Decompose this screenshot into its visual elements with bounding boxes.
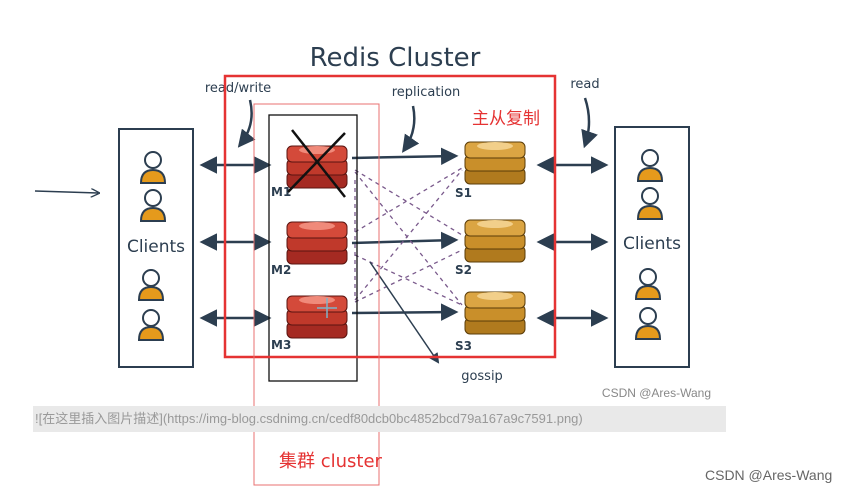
user-icon bbox=[139, 189, 167, 222]
master-column-box bbox=[268, 114, 358, 382]
gossip-label: gossip bbox=[461, 369, 503, 384]
failed-cross-icon bbox=[287, 129, 346, 198]
slave-label-s2: S2 bbox=[455, 263, 472, 277]
diagram-title: Redis Cluster bbox=[310, 43, 481, 73]
gossip-links bbox=[354, 167, 463, 306]
master-label-m1: M1 bbox=[271, 185, 291, 199]
redis-slave-node bbox=[464, 219, 526, 263]
clients-panel-left: Clients bbox=[118, 128, 194, 368]
replication-link bbox=[351, 147, 459, 166]
master-slave-label: 主从复制 bbox=[472, 109, 540, 129]
master-label-m3: M3 bbox=[271, 338, 291, 352]
user-icon bbox=[634, 307, 662, 340]
page-watermark: CSDN @Ares-Wang bbox=[705, 467, 833, 483]
slave-label-s1: S1 bbox=[455, 186, 472, 200]
cluster-annotation-box bbox=[253, 103, 380, 486]
redis-master-node bbox=[286, 295, 348, 339]
incoming-arrow bbox=[34, 191, 98, 193]
replication-label: replication bbox=[392, 85, 461, 100]
image-alt-caption: ![在这里插入图片描述](https://img-blog.csdnimg.cn… bbox=[33, 406, 726, 432]
user-icon bbox=[634, 268, 662, 300]
cursor-crosshair-icon bbox=[317, 298, 337, 318]
redis-master-node bbox=[286, 145, 348, 189]
user-icon bbox=[636, 187, 664, 220]
read-write-label: read/write bbox=[205, 81, 271, 96]
user-icon bbox=[137, 309, 165, 341]
replication-arrow bbox=[401, 105, 420, 153]
redis-master-node bbox=[286, 221, 348, 265]
inner-watermark: CSDN @Ares-Wang bbox=[602, 386, 711, 400]
clients-label-right: Clients bbox=[623, 234, 681, 254]
read-label: read bbox=[570, 77, 599, 92]
user-icon bbox=[137, 269, 165, 301]
cluster-label: 集群 cluster bbox=[279, 451, 382, 472]
user-icon bbox=[636, 149, 664, 182]
clients-label-left: Clients bbox=[127, 237, 185, 257]
slave-label-s3: S3 bbox=[455, 339, 472, 353]
redis-slave-node bbox=[464, 291, 526, 335]
read-write-arrow bbox=[237, 99, 256, 148]
master-label-m2: M2 bbox=[271, 263, 291, 277]
redis-slave-node bbox=[464, 141, 526, 185]
clients-panel-right: Clients bbox=[614, 126, 690, 368]
user-icon bbox=[139, 151, 167, 184]
read-arrow bbox=[581, 97, 598, 149]
master-slave-annotation-box bbox=[223, 74, 557, 359]
gossip-arrow bbox=[369, 261, 440, 364]
